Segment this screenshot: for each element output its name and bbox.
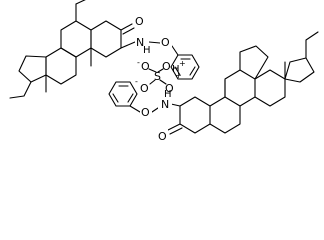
sulfate-o-top-right: O: [162, 60, 171, 73]
bis-steroid-ammonium-sulfate-structure: O N H O - O S O O O H + - +: [9, 0, 319, 143]
upper-oxo-label: O: [135, 15, 144, 28]
upper-ethyl: [9, 81, 32, 99]
upper-amino-h-label: H: [143, 45, 151, 56]
lower-steroid: [108, 31, 319, 135]
lower-ring-e: [284, 57, 315, 83]
lower-ring-d-extra: [254, 69, 286, 107]
lower-ring-c: [224, 69, 256, 107]
sulfate-o-bottom-right: O: [165, 82, 174, 95]
upper-ring-d: [18, 55, 47, 83]
upper-ring-a: [90, 20, 122, 58]
structure-canvas: O N H O - O S O O O H + - +: [9, 0, 319, 143]
lower-amino-label: N: [161, 98, 169, 111]
lower-phenyl-double-3: [112, 93, 119, 103]
lower-amino-h-label: H: [164, 89, 172, 100]
upper-ring-b-extra: [75, 0, 86, 5]
lower-phenyl-o-bond: [129, 105, 141, 113]
sulfate-o-bottom-left: O: [140, 82, 149, 95]
sulfate-group: [148, 68, 167, 85]
upper-cn-bond: [120, 41, 136, 49]
lower-ethyl: [305, 31, 319, 59]
upper-steroid: [9, 0, 200, 99]
upper-co-bond-1: [120, 23, 133, 31]
sulfate-o-top-left: O: [141, 60, 150, 73]
lower-ammonium-charge: +: [175, 71, 182, 80]
sulfate-o-left-charge: -: [137, 58, 140, 67]
upper-ring-b: [60, 20, 92, 58]
lower-phenyl-double-2: [127, 93, 134, 103]
upper-phenyl-double-2: [189, 66, 196, 76]
lower-ether-o-label: O: [141, 106, 150, 119]
lower-nc-bond: [170, 103, 181, 107]
upper-co-bond-2: [122, 27, 135, 35]
upper-ammonium-charge: +: [179, 59, 186, 68]
upper-phenyl-ring: [170, 54, 200, 80]
sulfate-bond-tl: [148, 68, 157, 73]
sulfate-s: S: [154, 70, 161, 83]
upper-o-phenyl-bond: [171, 45, 179, 56]
sulfate-bond-tr: [157, 68, 164, 73]
sulfate-bond-bl: [149, 79, 156, 85]
upper-ammonium-h-label: H: [172, 64, 180, 75]
lower-ring-d: [239, 45, 269, 80]
upper-phenyl-double-3: [174, 66, 181, 76]
upper-amino-label: N: [136, 36, 144, 49]
lower-oxo-label: O: [158, 130, 167, 143]
upper-ring-c: [45, 47, 77, 85]
sulfate-bond-br: [159, 79, 167, 85]
lower-ring-a: [179, 96, 211, 134]
sulfate-o-right-charge: -: [135, 77, 138, 86]
upper-ether-o-label: O: [161, 36, 170, 49]
lower-ring-b: [209, 96, 241, 134]
lower-co-bond-1: [167, 123, 181, 131]
lower-co-bond-2: [169, 127, 183, 135]
upper-no-bond: [148, 41, 161, 44]
